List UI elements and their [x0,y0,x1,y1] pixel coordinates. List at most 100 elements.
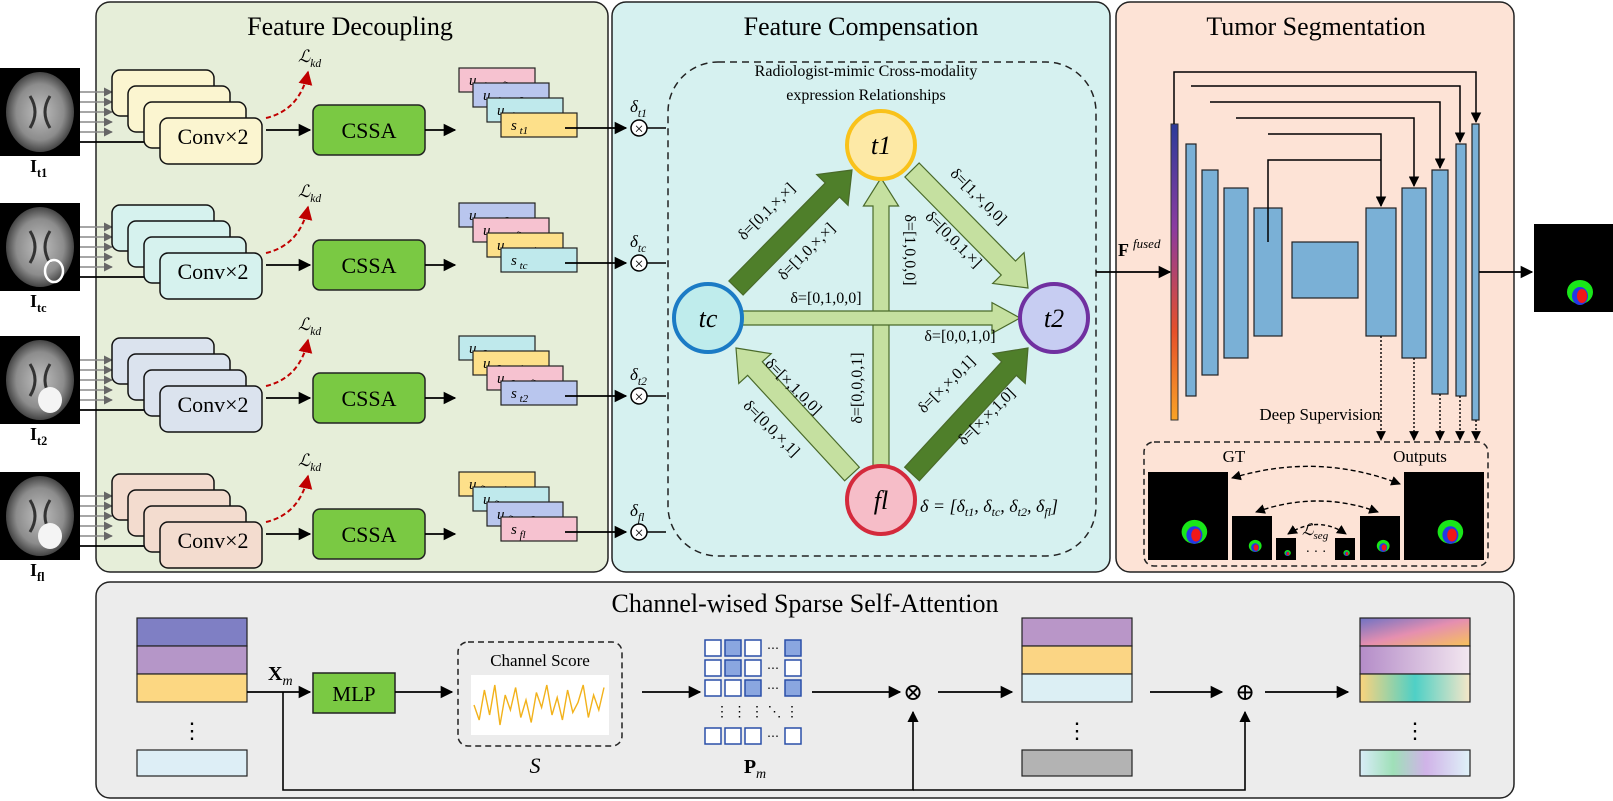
seg-enhancing [1286,552,1290,556]
conv-label: Conv×2 [177,528,248,553]
output-stack-channel-3 [1359,673,1471,703]
selected-stack-channel-last [1021,749,1133,777]
output-image-medium [1360,516,1400,560]
times-symbol: × [634,389,643,406]
svg-text:δ = [δt1, δtc, δt2, δfl]: δ = [δt1, δtc, δt2, δfl] [920,496,1058,519]
modality-label-fl: Ifl [30,560,45,584]
seg-loss-label: ℒseg [1302,522,1329,542]
feature-s-3 [500,516,578,542]
pm-cell [724,639,742,657]
channel-score-box [457,641,623,747]
brain-shape [6,476,74,556]
pm-hdots: ⋯ [767,681,779,695]
skip-connection [1236,117,1420,188]
arrow-tc-to-t2 [741,301,1022,335]
cssa-panel [95,581,1515,799]
unet-decoder-2 [1431,169,1449,395]
output-image-large [1404,472,1484,560]
pm-cell [744,639,762,657]
pm-hdots: ⋯ [767,661,779,675]
relationship-header-line1: Radiologist-mimic Cross-modality [755,63,978,80]
vertical-dots: ⋮ [1404,718,1426,743]
edge-label-t1-fl: δ=[1,0,0,0] [901,214,918,285]
delta-label-fl: δfl [630,501,644,524]
selected-stack-channel-1 [1021,617,1133,647]
residual-to-add-line [913,710,1251,791]
gt-output-link-small [1287,523,1347,535]
deep-supervision-images: ℒseg· · · [1148,465,1484,560]
kd-loss-label: ℒkd [298,182,321,205]
feature-s-3 [500,380,578,406]
seg-enhancing [1381,544,1387,551]
cssa-label: CSSA [341,386,396,411]
unet-encoder-2 [1201,169,1219,376]
fused-feature-label: F fused [1118,236,1161,260]
add-symbol: ⊕ [1235,680,1255,706]
edge-label-tc-t2: δ=[0,1,0,0] [790,290,861,307]
unet-network [1096,71,1613,441]
seg-enhancing [1345,552,1349,556]
conv-block-t2 [159,385,263,433]
arrow-tc-to-t1 [728,169,853,296]
node-tc [672,282,744,354]
deep-supervision-box [1143,441,1489,567]
feature-label: s fl [511,522,526,541]
conv-label: Conv×2 [177,259,248,284]
delta-label-t1: δt1 [630,97,647,120]
brain-shape [6,207,74,287]
kd-loss-label: ℒkd [298,47,321,70]
node-label-t2: t2 [1044,304,1064,333]
output-image-small [1335,538,1355,560]
xm-to-multiply-line [282,692,919,791]
arrow-fl-to-tc [735,347,861,482]
modality-label-t2: It2 [30,424,47,448]
relationship-header-line2: expression Relationships [786,87,946,104]
multiply-symbol: ⊗ [903,680,923,706]
unet-encoder-1 [1185,143,1197,397]
input-stack-channel-2 [136,645,248,675]
gt-image-large [1148,472,1228,560]
node-label-fl: fl [874,486,888,515]
feature-s-3 [500,112,578,138]
kd-loss-arrow [265,205,313,254]
arrow-t1-to-t2 [904,162,1029,289]
tumor-bright-spot [38,523,62,549]
delta-definition: δ = [δt1, δtc, δt2, δfl] [920,496,1058,519]
skip-connection [1268,133,1387,208]
feature-compensation-panel [611,1,1111,573]
seg-enhancing [1253,544,1259,551]
pm-cell [704,659,722,677]
pm-cell [784,679,802,697]
selected-stack-channel-3 [1021,673,1133,703]
pm-cell [784,659,802,677]
pm-hdots: ⋯ [767,641,779,655]
node-label-t1: t1 [871,131,891,160]
mlp-block [312,672,396,714]
relationship-graph-boundary [667,61,1097,557]
edge-label-fl-t1: δ=[0,0,0,1] [849,352,866,423]
pm-vdots: ⋮ ⋮ ⋮ ⋱ ⋮ [715,705,799,720]
pm-cell [704,679,722,697]
gt-image-small [1276,538,1296,560]
feature-compensation-title: Feature Compensation [744,12,979,41]
fused-feature-bar [1170,123,1179,421]
output-stack-channel-last [1359,749,1471,777]
xm-label: Xm [268,663,293,689]
cssa-label: CSSA [341,253,396,278]
seg-enhancing [1577,289,1587,303]
node-t2 [1018,282,1090,354]
seg-enhancing [1191,528,1201,542]
delta-label-tc: δtc [630,232,646,255]
node-fl [845,464,917,536]
cssa-label: CSSA [341,522,396,547]
kd-loss-arrow [265,474,313,523]
feature-decoupling-title: Feature Decoupling [247,12,453,41]
pm-hdots: ⋯ [767,729,779,743]
feature-label: s tc [511,253,528,272]
arrow-fl-to-t2 [903,347,1029,482]
